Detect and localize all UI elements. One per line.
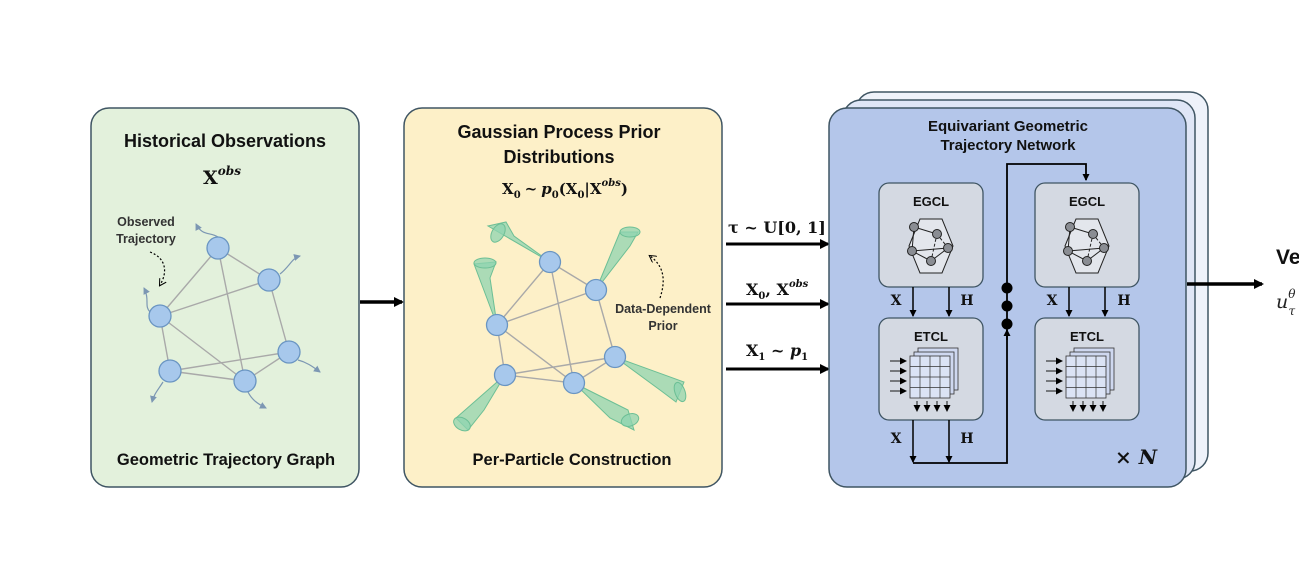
egcl-block-1: EGCL	[878, 182, 984, 288]
egcl2-h-label: H	[1117, 293, 1130, 309]
egcl1-x-label: X	[891, 293, 902, 309]
gaussian-process-prior-panel: Gaussian Process Prior Distributions X0~…	[403, 107, 723, 488]
equivariant-network-panel: Equivariant Geometric Trajectory Network…	[828, 91, 1209, 488]
panel-middle-title: Gaussian Process Prior	[457, 122, 660, 142]
input-x1-label: X1 ~ p1	[746, 341, 808, 363]
trajectory-graph-nodes	[148, 236, 301, 393]
layer-connector	[913, 163, 1090, 464]
observed-trajectory-label: Observed	[117, 215, 175, 229]
panel-middle-footer: Per-Particle Construction	[473, 451, 672, 469]
panel-right-title-2: Trajectory Network	[940, 137, 1076, 154]
etcl-label-2: ETCL	[1070, 329, 1104, 344]
etcl1-x-label: X	[891, 431, 902, 447]
panel-left-title: Historical Observations	[124, 131, 326, 151]
egcl-label-2: EGCL	[1069, 194, 1105, 209]
egcl1-h-label: H	[960, 293, 973, 309]
panel-middle-title-2: Distributions	[504, 147, 615, 167]
etcl1-h-label: H	[960, 431, 973, 447]
historical-observations-panel: Historical Observations Xobs Observed Tr…	[90, 107, 360, 488]
panel-right-title: Equivariant Geometric	[928, 118, 1088, 135]
panel-middle-box	[403, 107, 723, 488]
input-tau-label: τ ~ U[0, 1]	[728, 218, 826, 237]
data-dependent-prior-pointer	[650, 256, 664, 299]
trajectory-tails	[143, 223, 321, 409]
egcl2-x-label: X	[1047, 293, 1058, 309]
prior-cones	[453, 221, 687, 432]
input-x0-label: X0, Xobs	[746, 279, 809, 302]
panel-left-footer: Geometric Trajectory Graph	[117, 451, 335, 469]
etcl-label-1: ETCL	[914, 329, 948, 344]
panel-left-box	[90, 107, 360, 488]
etcl-block-1: ETCL	[878, 317, 984, 421]
observed-trajectory-label-2: Trajectory	[116, 232, 176, 246]
panel-left-symbol: Xobs	[203, 164, 241, 189]
network-inputs: τ ~ U[0, 1] X0, Xobs X1 ~ p1	[726, 218, 830, 374]
egcl-block-2: EGCL	[1034, 182, 1140, 288]
observed-trajectory-pointer	[149, 251, 165, 285]
data-dependent-prior-label-2: Prior	[648, 319, 677, 333]
prior-graph-nodes	[485, 250, 627, 395]
prior-equation: X0~p0(X0|Xobs)	[502, 178, 628, 201]
egcl-label-1: EGCL	[913, 194, 949, 209]
output-label: Ve	[1276, 246, 1299, 269]
times-n-label: × N	[1115, 445, 1158, 469]
etcl-block-2: ETCL	[1034, 317, 1140, 421]
ellipsis-dots	[1001, 282, 1013, 330]
data-dependent-prior-label: Data-Dependent	[615, 302, 712, 316]
